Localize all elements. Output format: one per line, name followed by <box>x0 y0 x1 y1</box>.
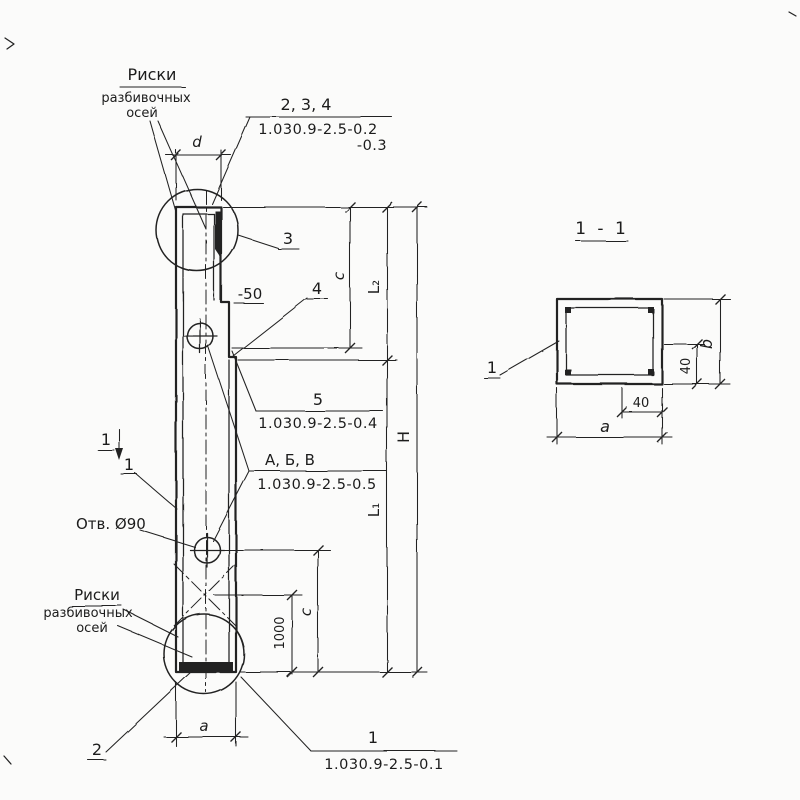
dim-a-label: a <box>199 717 208 735</box>
callout-abv-mark: 1.030.9-2.5-0.5 <box>257 477 376 493</box>
axes-note-bottom-line1: Риски <box>74 586 120 604</box>
callout-5-refs: 5 <box>313 390 323 409</box>
dim-l1-label: L₁ <box>365 503 383 517</box>
offset-50-label: -50 <box>238 285 263 303</box>
corner-mark <box>648 369 654 375</box>
dimension-lines <box>163 149 428 747</box>
corner-mark <box>565 307 571 313</box>
top-joint-fill <box>215 211 221 258</box>
dimension-ticks <box>170 149 423 743</box>
dim-c-top-label: c <box>330 271 348 280</box>
section-dim-b-label: b <box>697 339 716 349</box>
callout-1-mark: 1.030.9-2.5-0.1 <box>324 757 443 773</box>
corner-mark <box>648 307 654 313</box>
axes-note-top-line1: Риски <box>128 65 177 84</box>
scan-marks <box>3 11 797 765</box>
section-view: 1 - 1 1 b 40 40 a <box>483 219 731 445</box>
dim-d-label: d <box>192 133 202 151</box>
hole-bottom <box>189 532 225 568</box>
section-dim-40h-label: 40 <box>633 396 650 411</box>
callout-234-mark: 1.030.9-2.5-0.2 <box>258 122 377 138</box>
detail-circle-bottom <box>163 613 245 695</box>
axes-note-top-line2: разбивочных <box>101 91 191 106</box>
callout-234-refs: 2, 3, 4 <box>281 95 332 114</box>
section-arrow-head <box>115 448 123 460</box>
section-title: 1 - 1 <box>575 219 629 239</box>
dim-l2-label: L₂ <box>365 280 383 294</box>
section-dimension-ticks <box>551 293 726 443</box>
section-outline <box>555 297 664 386</box>
callout-234-mark-alt: -0.3 <box>357 138 387 154</box>
centerlines <box>173 189 237 693</box>
callout-abv-refs: А, Б, В <box>265 451 315 469</box>
section-dimension-lines <box>483 240 731 445</box>
callout-4-label: 4 <box>312 279 322 298</box>
section-dim-a-label: a <box>600 417 610 436</box>
callout-3-label: 3 <box>283 229 293 248</box>
part-2-label: 2 <box>92 740 102 759</box>
hole-note: Отв. Ø90 <box>76 515 146 533</box>
corner-mark <box>565 369 571 375</box>
part-1-label: 1 <box>124 455 134 474</box>
dim-h-label: H <box>394 431 413 443</box>
axes-note-bottom-line2: разбивочных <box>43 606 133 621</box>
main-view: Риски разбивочных осей 2, 3, 4 1.030.9-2… <box>43 65 458 773</box>
callout-1-refs: 1 <box>368 728 378 747</box>
leader-lines <box>71 86 458 761</box>
hole-top <box>182 318 218 354</box>
axes-note-bottom-line3: осей <box>76 621 108 636</box>
section-part-label: 1 <box>487 358 497 377</box>
dim-c-bottom-label: c <box>297 607 315 616</box>
callout-5-mark: 1.030.9-2.5-0.4 <box>258 416 377 432</box>
detail-circle-top <box>155 188 239 272</box>
dim-1000-label: 1000 <box>273 616 288 649</box>
section-cut-number: 1 <box>101 430 111 449</box>
section-dim-40v-label: 40 <box>679 358 694 375</box>
axes-note-top-line3: осей <box>126 106 158 121</box>
